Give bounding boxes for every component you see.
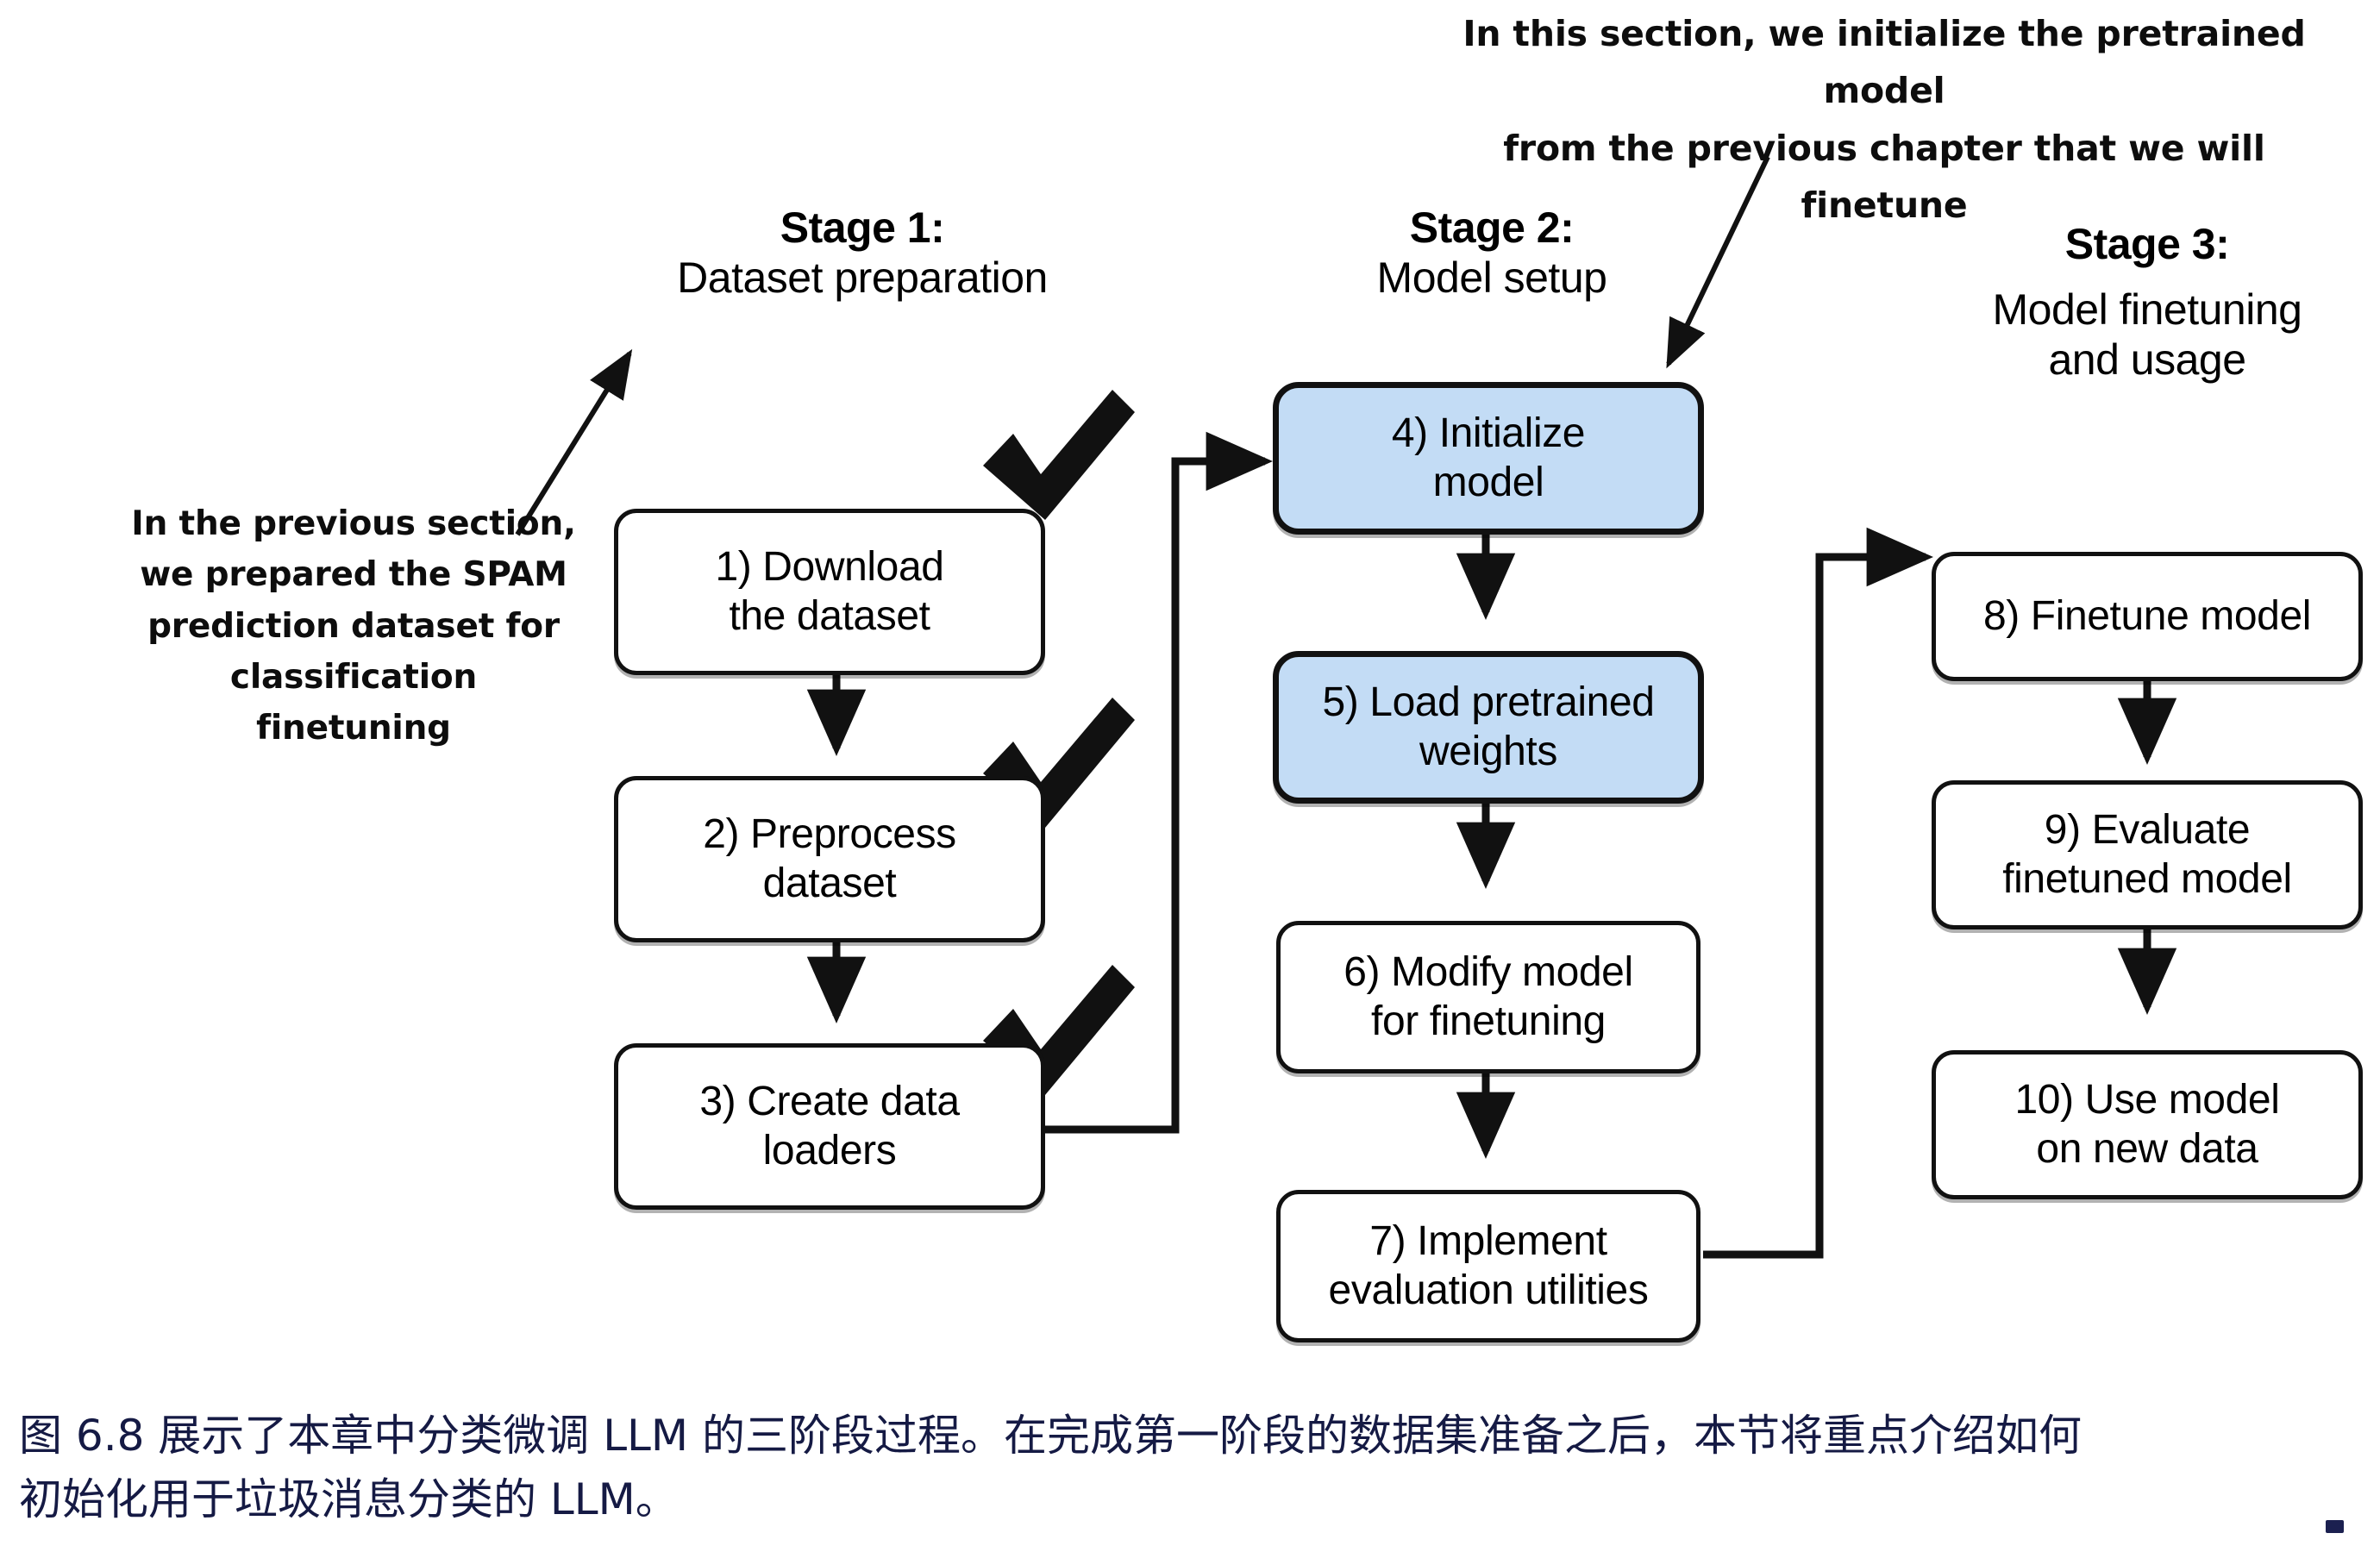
stage-heading-3: Stage 3: Model finetuning and usage: [1888, 203, 2380, 401]
stage-3-title: Stage 3:: [2064, 219, 2230, 268]
annotation-left-line-3: prediction dataset for: [147, 606, 560, 646]
text-cursor-mark: [2326, 1520, 2344, 1533]
annotation-left-line-1: In the previous section,: [131, 504, 576, 543]
stage-1-subtitle: Dataset preparation: [677, 253, 1048, 302]
caption-line-1: 图 6.8 展示了本章中分类微调 LLM 的三阶段过程。在完成第一阶段的数据集准…: [19, 1411, 2082, 1461]
annotation-left-previous-section: In the previous section, we prepared the…: [129, 498, 578, 754]
connector-stage1-to-stage2: [1043, 431, 1274, 1134]
stage-3-subtitle: Model finetuning and usage: [1992, 285, 2302, 385]
flow-node-8-label: 8) Finetune model: [1982, 592, 2312, 639]
annotation-left-line-2: we prepared the SPAM: [140, 555, 567, 595]
stage-heading-2: Stage 2: Model setup: [1233, 203, 1751, 303]
flow-node-8-finetune-model[interactable]: 8) Finetune model: [1932, 552, 2363, 681]
stage-2-subtitle: Model setup: [1376, 253, 1607, 302]
annotation-left-line-4: classification finetuning: [229, 657, 478, 748]
annotation-top-this-section: In this section, we initialize the pretr…: [1449, 5, 2320, 235]
annotation-top-line-2: from the previous chapter that we will f…: [1503, 127, 2265, 227]
caption-line-2: 初始化用于垃圾消息分类的 LLM。: [19, 1474, 679, 1524]
connector-stage2-to-stage3: [1703, 527, 1934, 1259]
stage-2-title: Stage 2:: [1409, 203, 1575, 252]
check-icon-n1: [983, 390, 1135, 520]
stage-1-title: Stage 1:: [780, 203, 945, 252]
figure-caption: 图 6.8 展示了本章中分类微调 LLM 的三阶段过程。在完成第一阶段的数据集准…: [19, 1404, 2347, 1531]
stage-heading-1: Stage 1: Dataset preparation: [604, 203, 1121, 303]
annotation-top-line-1: In this section, we initialize the pretr…: [1462, 13, 2306, 112]
